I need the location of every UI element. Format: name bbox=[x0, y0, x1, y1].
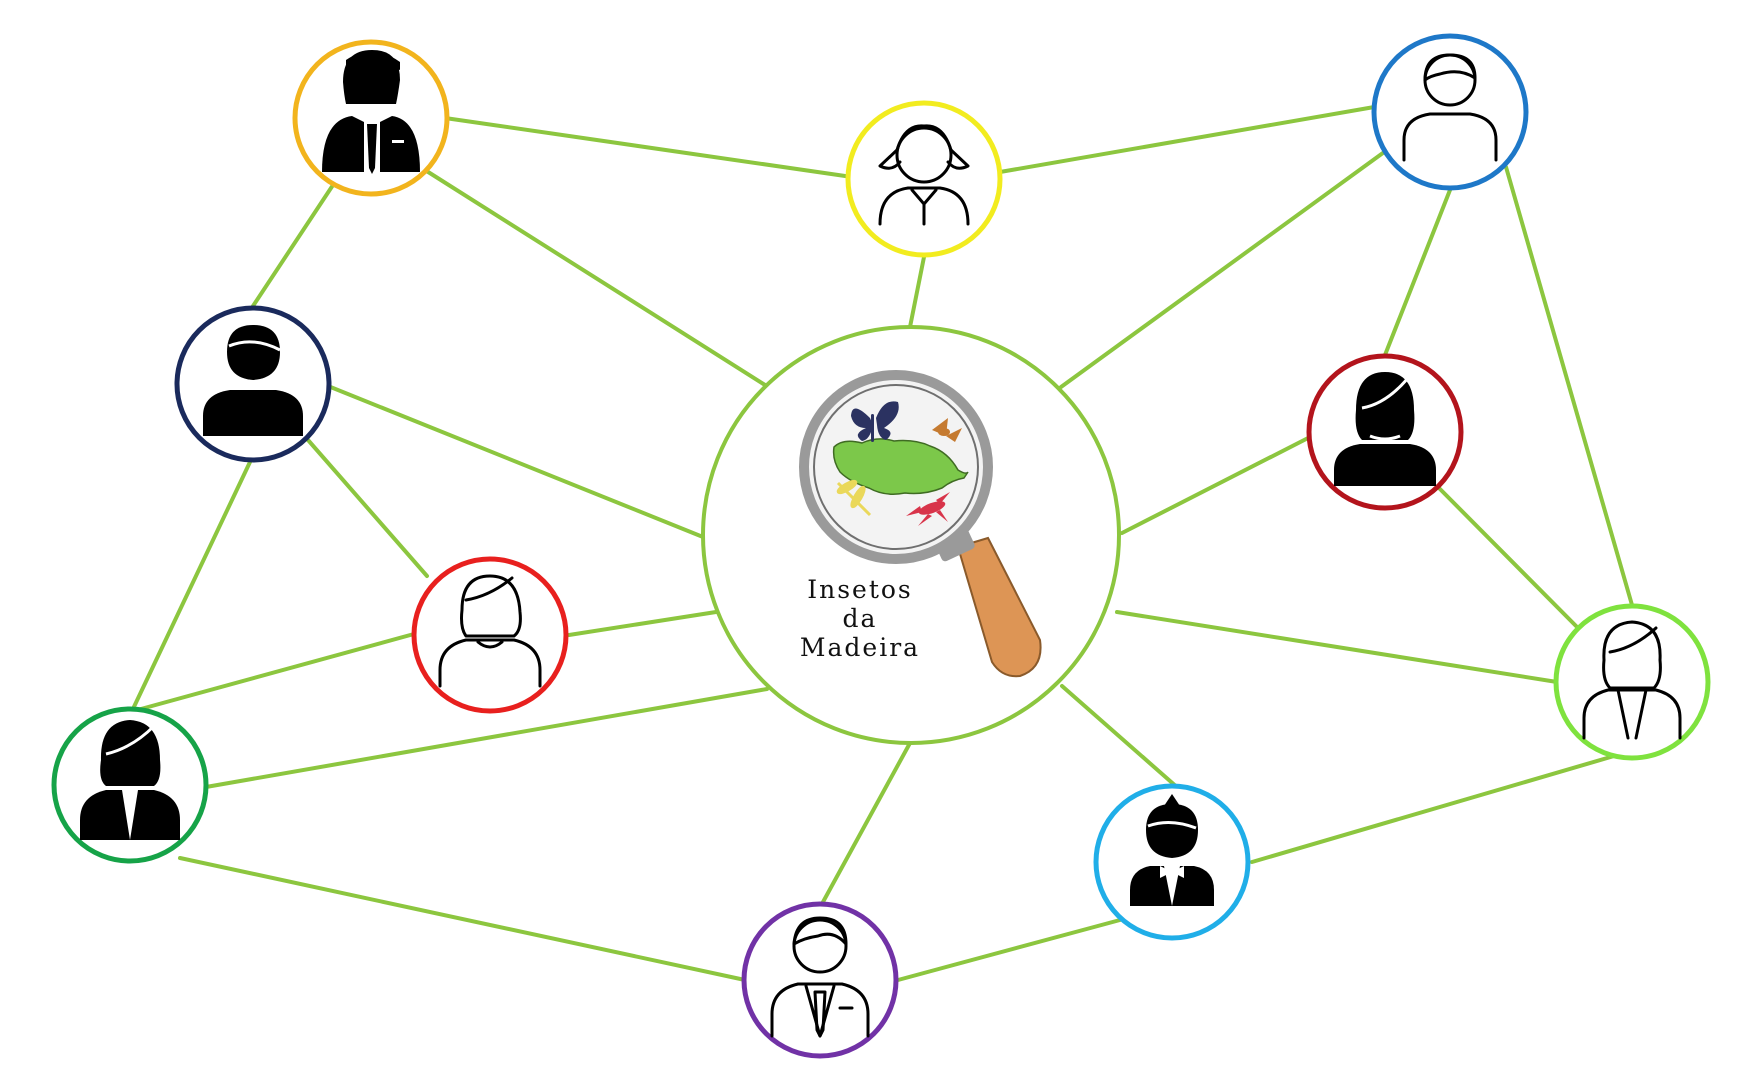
edge bbox=[128, 632, 416, 714]
man-outline-icon bbox=[1402, 53, 1498, 162]
moth-icon bbox=[932, 418, 962, 442]
person-node-businesswoman-right bbox=[1553, 603, 1711, 761]
edge bbox=[443, 116, 854, 179]
edge bbox=[1383, 188, 1452, 357]
edge bbox=[896, 918, 1122, 982]
node-ring bbox=[845, 100, 1003, 258]
brand-title-line-2: da bbox=[843, 604, 878, 633]
edge bbox=[130, 460, 252, 713]
hair-line bbox=[105, 724, 156, 756]
edge bbox=[251, 183, 335, 308]
businessman-outline-icon bbox=[770, 916, 870, 1038]
edge bbox=[423, 168, 767, 387]
person-node-man-top-right bbox=[1371, 33, 1529, 191]
person-node-man-left bbox=[174, 305, 332, 463]
edge bbox=[1435, 484, 1582, 632]
person-node-girl-top bbox=[845, 100, 1003, 258]
businesswoman-filled-icon bbox=[80, 720, 180, 840]
node-ring bbox=[1553, 603, 1711, 761]
edge bbox=[567, 610, 718, 637]
magnifier-logo bbox=[799, 370, 1042, 678]
brand-title-line-3: Madeira bbox=[800, 633, 920, 662]
woman-outline-icon bbox=[438, 574, 542, 688]
magnifier-lens-inner bbox=[813, 384, 979, 550]
edge bbox=[306, 438, 429, 578]
person-node-businessman-bottom bbox=[741, 901, 899, 1059]
businessman-icon bbox=[322, 50, 420, 174]
brand-title-line-1: Insetos bbox=[807, 575, 913, 604]
person-node-woman-dark-red bbox=[1306, 353, 1464, 511]
hair-line bbox=[1147, 821, 1197, 830]
girl-pigtails-icon bbox=[878, 124, 970, 226]
edge bbox=[1120, 434, 1314, 535]
edge bbox=[204, 687, 769, 789]
edge bbox=[821, 741, 912, 904]
person-node-businessman-top-left bbox=[292, 39, 450, 197]
edge bbox=[1060, 684, 1180, 790]
magnifier-collar bbox=[935, 528, 975, 562]
network-edges bbox=[128, 104, 1634, 982]
edge bbox=[326, 384, 705, 539]
person-node-boy-bowtie bbox=[1093, 783, 1251, 941]
node-ring bbox=[741, 901, 899, 1059]
bowtie-icon bbox=[1160, 866, 1184, 878]
hair-line bbox=[228, 340, 281, 352]
edge bbox=[908, 255, 926, 329]
man-filled-icon bbox=[203, 325, 303, 436]
edge bbox=[1115, 610, 1559, 684]
magnifier-handle bbox=[956, 536, 1042, 678]
hair-line bbox=[1361, 377, 1410, 410]
woman-filled-icon bbox=[1334, 372, 1436, 486]
edge bbox=[1059, 148, 1389, 389]
pocket-square bbox=[392, 140, 404, 143]
center-node: Insetos da Madeira bbox=[701, 325, 1121, 745]
butterfly-icon bbox=[851, 401, 899, 442]
dragonfly-icon bbox=[836, 479, 872, 517]
neck-line bbox=[1369, 434, 1401, 441]
edge bbox=[1250, 754, 1616, 864]
businesswoman-outline-icon bbox=[1582, 620, 1682, 740]
edge bbox=[998, 104, 1382, 174]
edge bbox=[1504, 165, 1634, 607]
node-ring bbox=[1371, 33, 1529, 191]
fly-icon bbox=[906, 492, 950, 526]
person-node-woman-red bbox=[411, 556, 569, 714]
edge bbox=[178, 856, 747, 982]
person-node-businesswoman-left bbox=[51, 706, 209, 864]
